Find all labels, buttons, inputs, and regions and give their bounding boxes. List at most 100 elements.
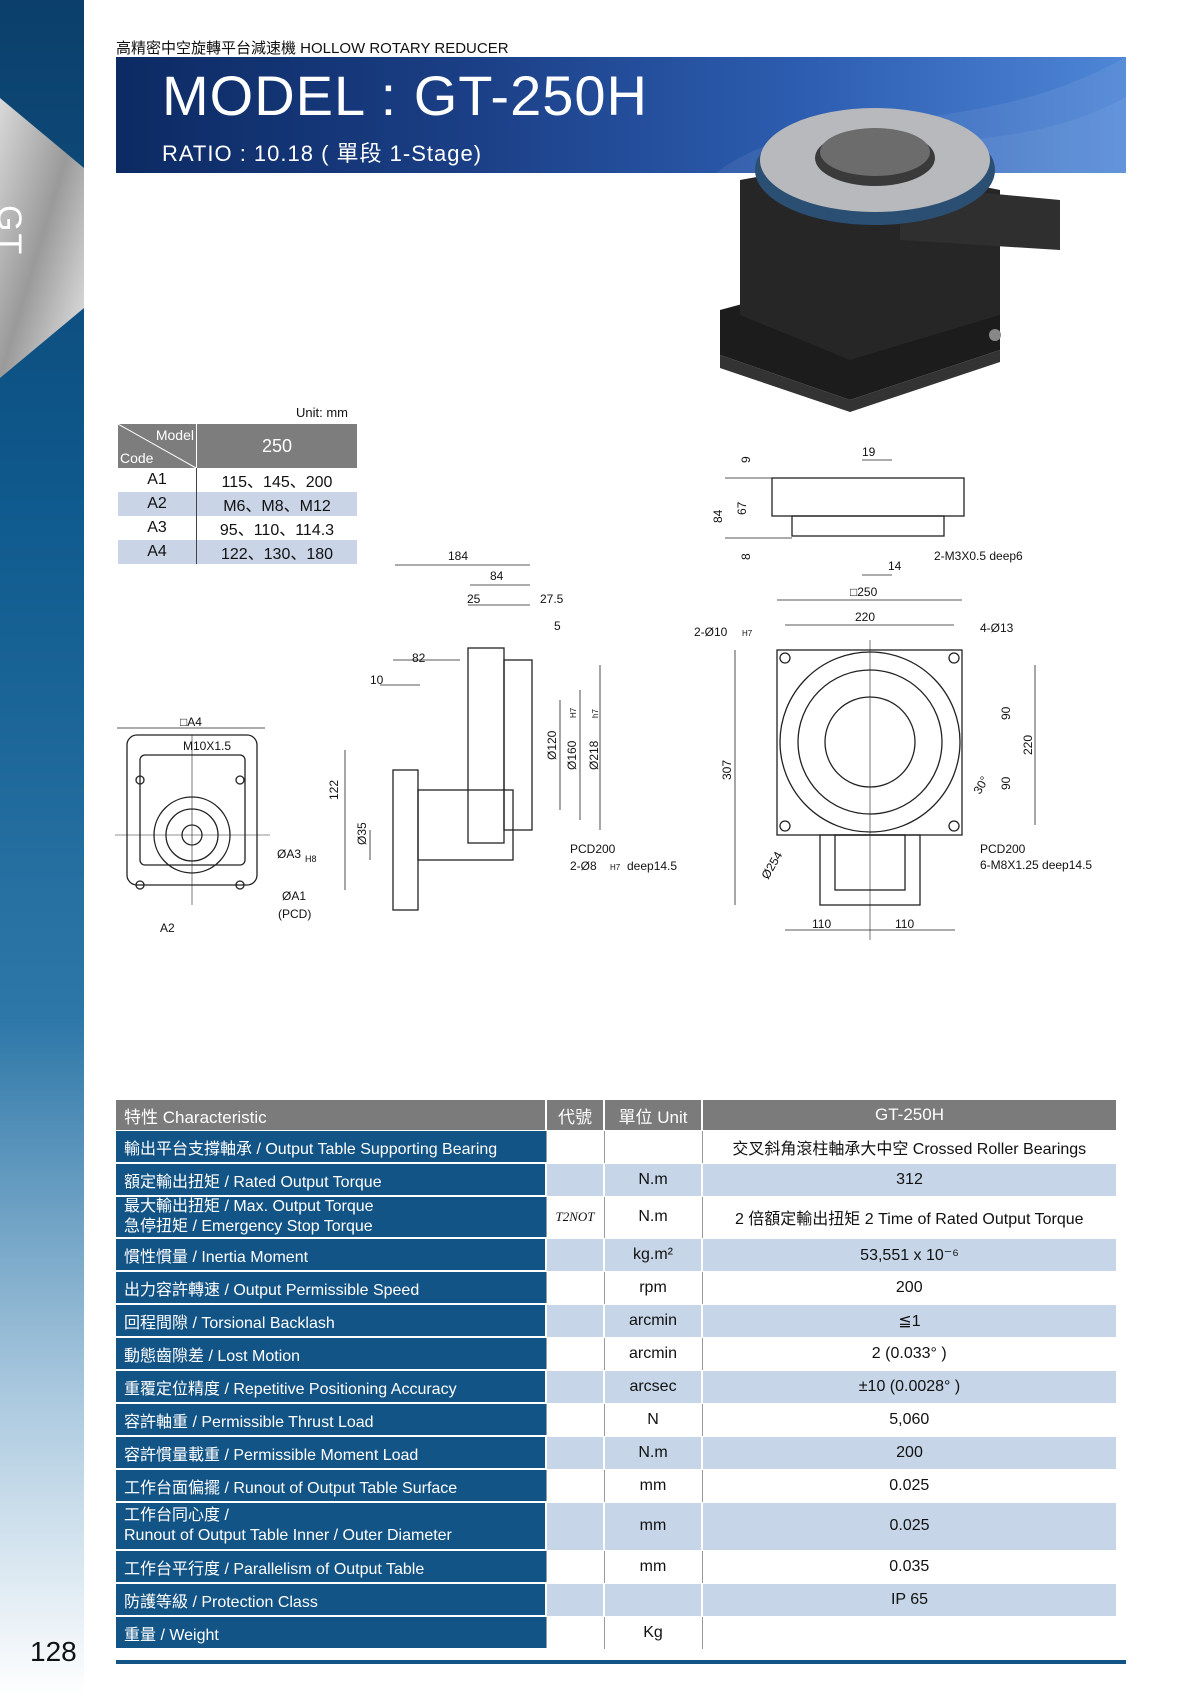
spec-code — [545, 1238, 604, 1272]
dim-label: 30° — [970, 774, 991, 797]
spec-unit: mm — [603, 1469, 702, 1503]
spec-unit: N.m — [603, 1436, 702, 1470]
spec-code — [545, 1337, 604, 1371]
spec-characteristic: 最大輸出扭矩 / Max. Output Torque 急停扭矩 / Emerge… — [116, 1196, 546, 1239]
spec-code — [545, 1502, 604, 1551]
spec-unit: rpm — [603, 1271, 702, 1305]
spec-unit: mm — [603, 1550, 702, 1584]
dim-label: 2-M3X0.5 deep6 — [934, 549, 1023, 563]
spec-unit: Kg — [603, 1616, 702, 1650]
model-label: Model — [155, 427, 194, 443]
dim-label: 90 — [999, 776, 1013, 790]
code-value: 122、130、180 — [196, 540, 357, 564]
spec-value: 5,060 — [701, 1403, 1116, 1437]
spec-characteristic: 輸出平台支撐軸承 / Output Table Supporting Beari… — [116, 1130, 546, 1164]
spec-code — [545, 1130, 604, 1164]
dim-label: Ø218 — [587, 740, 601, 770]
spec-value: 53,551 x 10⁻⁶ — [701, 1238, 1116, 1272]
spec-unit: arcmin — [603, 1304, 702, 1338]
dim-label: 90 — [999, 706, 1013, 720]
dim-label: 27.5 — [540, 592, 564, 606]
spec-value: 2 (0.033° ) — [701, 1337, 1116, 1371]
spec-unit — [603, 1583, 702, 1617]
dim-label: 110 — [895, 917, 914, 931]
header-unit: 單位 Unit — [603, 1100, 702, 1131]
dim-label: PCD200 — [570, 842, 616, 856]
spec-characteristic: 出力容許轉速 / Output Permissible Speed — [116, 1271, 546, 1305]
spec-value: 0.025 — [701, 1469, 1116, 1503]
header-model: GT-250H — [701, 1100, 1116, 1131]
dim-label: A2 — [160, 921, 175, 935]
dim-label: H8 — [305, 854, 317, 864]
dim-label: 67 — [735, 501, 749, 515]
dim-label: 184 — [448, 549, 468, 563]
bottom-rule — [116, 1660, 1126, 1664]
dim-label: H7 — [742, 629, 753, 638]
dim-label: 2-Ø8 — [570, 859, 597, 873]
spec-value — [701, 1616, 1116, 1650]
spec-unit: arcsec — [603, 1370, 702, 1404]
spec-table: 特性 Characteristic 代號 單位 Unit GT-250H 輸出平… — [116, 1100, 1116, 1650]
spec-code — [545, 1583, 604, 1617]
code-value: 115、145、200 — [196, 468, 357, 492]
spec-code — [545, 1436, 604, 1470]
spec-value: 200 — [701, 1271, 1116, 1305]
dim-label: H7 — [569, 707, 578, 718]
spec-value: 交叉斜角滾柱軸承大中空 Crossed Roller Bearings — [701, 1130, 1116, 1164]
spec-characteristic-line: 工作台同心度 / — [124, 1507, 229, 1524]
spec-value: 2 倍額定輸出扭矩 2 Time of Rated Output Torque — [701, 1196, 1116, 1239]
dim-label: 25 — [467, 592, 481, 606]
spec-unit — [603, 1130, 702, 1164]
spec-characteristic: 工作台平行度 / Parallelism of Output Table — [116, 1550, 546, 1584]
dim-label: Ø35 — [355, 822, 369, 845]
code-label: Code — [120, 450, 154, 466]
model-title: MODEL : GT-250H — [162, 64, 648, 127]
dim-label: 84 — [711, 509, 725, 523]
code-cell: A2 — [118, 492, 197, 516]
spec-characteristic-line: 最大輸出扭矩 / Max. Output Torque — [124, 1198, 374, 1215]
dim-label: 122 — [327, 780, 341, 800]
product-photo — [720, 108, 1060, 412]
header-characteristic: 特性 Characteristic — [116, 1100, 546, 1131]
dim-label: 110 — [812, 917, 831, 931]
code-value: 95、110、114.3 — [196, 516, 357, 540]
spec-value: 0.025 — [701, 1502, 1116, 1551]
spec-characteristic: 額定輸出扭矩 / Rated Output Torque — [116, 1163, 546, 1197]
spec-characteristic: 重覆定位精度 / Repetitive Positioning Accuracy — [116, 1370, 546, 1404]
page-number: 128 — [30, 1636, 77, 1667]
spec-characteristic: 重量 / Weight — [116, 1616, 546, 1650]
spec-code — [545, 1370, 604, 1404]
dim-label: PCD200 — [980, 842, 1026, 856]
spec-characteristic: 工作台面偏擺 / Runout of Output Table Surface — [116, 1469, 546, 1503]
dim-label: deep14.5 — [627, 859, 677, 873]
dim-label: 9 — [739, 456, 753, 463]
spec-code — [545, 1403, 604, 1437]
spec-characteristic: 防護等級 / Protection Class — [116, 1583, 546, 1617]
header-code: 代號 — [545, 1100, 604, 1131]
spec-unit: N.m — [603, 1163, 702, 1197]
spec-characteristic: 回程間隙 / Torsional Backlash — [116, 1304, 546, 1338]
model-value: 250 — [196, 424, 357, 468]
spec-value: ≦1 — [701, 1304, 1116, 1338]
dim-label: 8 — [739, 553, 753, 560]
spec-code — [545, 1271, 604, 1305]
dim-label: ØA3 — [277, 847, 301, 861]
dim-label: Ø120 — [545, 730, 559, 760]
code-header-cell: Model Code — [118, 424, 197, 468]
dim-label: 220 — [1021, 735, 1035, 755]
dim-label: ØA1 — [282, 889, 306, 903]
code-cell: A1 — [147, 471, 167, 488]
dim-label: 4-Ø13 — [980, 621, 1014, 635]
code-cell: A3 — [147, 519, 167, 536]
code-value: M6、M8、M12 — [196, 492, 357, 516]
dim-label: Ø254 — [758, 849, 785, 882]
dim-label: 5 — [554, 619, 561, 633]
spec-code — [545, 1616, 604, 1650]
spec-characteristic-line: 急停扭矩 / Emergency Stop Torque — [124, 1218, 373, 1235]
dim-label: 307 — [720, 760, 734, 780]
dim-label: 220 — [855, 610, 875, 624]
metal-accent — [0, 98, 84, 378]
spec-unit: N.m — [603, 1196, 702, 1239]
spec-value: 312 — [701, 1163, 1116, 1197]
spec-characteristic: 容許軸重 / Permissible Thrust Load — [116, 1403, 546, 1437]
